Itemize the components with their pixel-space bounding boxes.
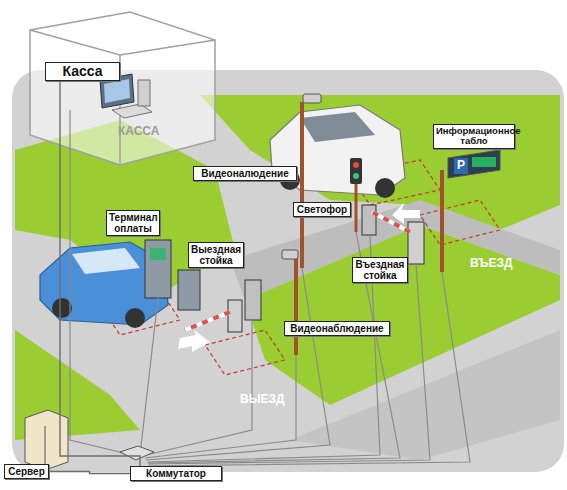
payment-terminal bbox=[145, 240, 171, 298]
road-label: P bbox=[457, 158, 465, 172]
callout-box: Терминал оплаты bbox=[106, 210, 160, 236]
barrier-arm bbox=[185, 312, 230, 330]
entry-stand bbox=[362, 205, 376, 235]
server bbox=[25, 410, 68, 470]
wire bbox=[140, 298, 158, 455]
induction-loop bbox=[420, 200, 500, 245]
payment-terminal bbox=[178, 270, 200, 310]
wire bbox=[142, 320, 252, 456]
cable-connector bbox=[49, 472, 130, 474]
wire bbox=[145, 355, 296, 458]
camera-pole bbox=[300, 102, 304, 268]
wheel bbox=[375, 178, 395, 198]
signal bbox=[353, 173, 359, 179]
network-switch bbox=[120, 446, 154, 460]
callout-box: Видеонаблюдение bbox=[284, 321, 390, 336]
callout-box: Сервер bbox=[4, 464, 49, 479]
wire bbox=[148, 235, 380, 462]
barrier-arm bbox=[372, 212, 410, 232]
car-window bbox=[300, 112, 375, 142]
traffic-light bbox=[350, 158, 362, 184]
booth bbox=[30, 12, 215, 165]
callout-text: Терминал оплаты bbox=[109, 212, 157, 234]
pc-case bbox=[138, 80, 150, 106]
car-window bbox=[72, 248, 140, 274]
road-arrow bbox=[392, 203, 420, 224]
barrier-base bbox=[408, 222, 424, 264]
road-label: КАССА bbox=[118, 124, 159, 138]
exit-stand bbox=[245, 280, 261, 320]
callout-box: Коммутатор bbox=[130, 466, 222, 481]
callout-text: Видеонаблюдение bbox=[287, 323, 387, 334]
road-label: ВЪЕЗД bbox=[470, 256, 513, 270]
callout-text: Сервер bbox=[7, 466, 46, 477]
signal bbox=[353, 162, 359, 168]
wire bbox=[148, 272, 470, 466]
callout-box: Касса bbox=[45, 62, 120, 81]
wires bbox=[70, 110, 470, 466]
callout-text: Коммутатор bbox=[133, 468, 219, 479]
camera-pole bbox=[294, 258, 298, 355]
road-arrow bbox=[178, 330, 210, 352]
wheel bbox=[125, 308, 145, 328]
callout-box: Въездная стойка bbox=[352, 257, 408, 283]
sign-pole bbox=[440, 170, 444, 272]
barrier-arm bbox=[372, 212, 410, 232]
barrier-base bbox=[228, 300, 242, 332]
wheel bbox=[52, 298, 72, 318]
callout-text: Информационное табло bbox=[436, 126, 512, 147]
wire bbox=[148, 264, 430, 464]
callout-text: Светофор bbox=[296, 204, 348, 215]
wire bbox=[70, 110, 132, 455]
callout-box: Выездная стойка bbox=[188, 242, 244, 268]
callout-text: Видеоналюдение bbox=[196, 168, 294, 179]
callout-text: Касса bbox=[48, 64, 117, 79]
callout-box: Видеоналюдение bbox=[193, 166, 297, 181]
cable-connector bbox=[60, 81, 140, 466]
terminal-screen bbox=[150, 248, 166, 260]
road bbox=[230, 200, 560, 300]
camera bbox=[303, 94, 321, 103]
road-label: ВЫЕЗД bbox=[240, 392, 284, 406]
callout-text: Выездная стойка bbox=[191, 244, 241, 266]
induction-loop bbox=[205, 330, 285, 375]
callout-box: Информационное табло bbox=[433, 124, 515, 149]
callout-box: Светофор bbox=[293, 202, 351, 217]
callout-text: Въездная стойка bbox=[355, 259, 405, 281]
parking-sign bbox=[454, 158, 468, 174]
camera bbox=[282, 250, 298, 259]
screen bbox=[104, 79, 130, 103]
info-board bbox=[448, 150, 500, 178]
booth-edge bbox=[30, 30, 215, 55]
board-display bbox=[472, 157, 496, 167]
barrier-arm bbox=[185, 312, 230, 330]
wire bbox=[146, 268, 330, 460]
